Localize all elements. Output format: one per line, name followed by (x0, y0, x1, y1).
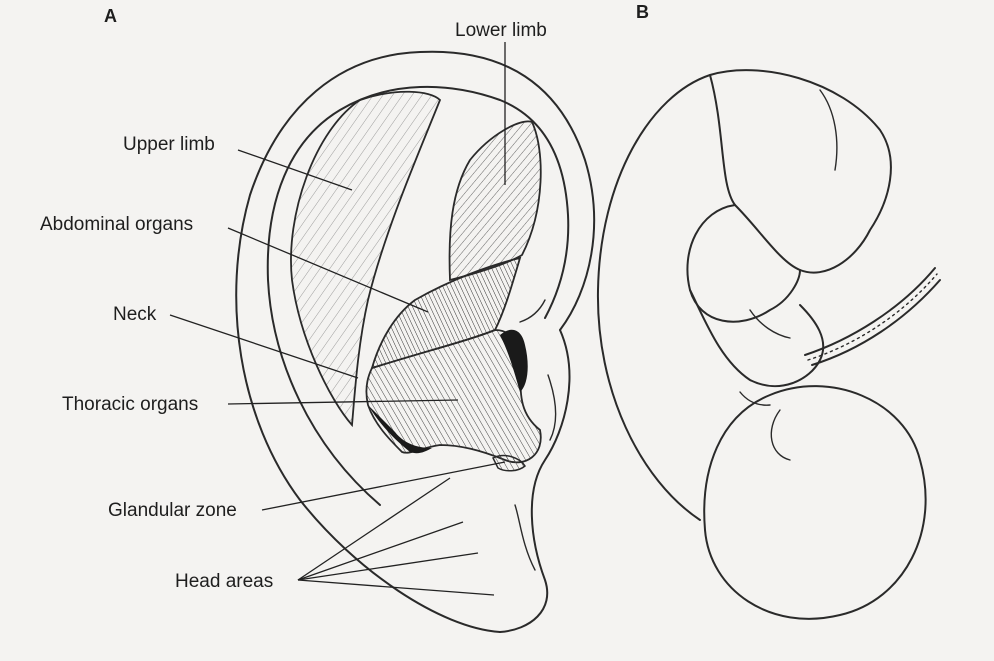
helix-outline (235, 50, 596, 633)
leader-neck (169, 314, 359, 379)
umbilical-cord (804, 267, 936, 356)
concha-shadow (368, 405, 432, 454)
lobe-outline (499, 329, 571, 633)
fetus-knee-fold (819, 89, 838, 171)
fetus-hand-line (749, 309, 791, 339)
leader-upper-limb (237, 149, 353, 191)
panel-label-b: B (636, 2, 649, 22)
zone-upper-limb (290, 90, 442, 428)
fetus-thigh (686, 204, 801, 323)
label-head-areas: Head areas (175, 571, 273, 592)
leader-abdominal-organs (227, 227, 429, 313)
panel-a-ear (235, 50, 596, 633)
fetus-neck-fold (739, 391, 771, 406)
umbilical-cord-2 (811, 279, 941, 366)
leader-head-area-1 (297, 477, 451, 581)
zone-lower-limb (448, 120, 542, 282)
label-abdominal-organs: Abdominal organs (40, 214, 193, 235)
label-thoracic-organs: Thoracic organs (62, 394, 198, 415)
label-lower-limb: Lower limb (455, 20, 547, 41)
fetus-head (703, 385, 927, 620)
label-upper-limb: Upper limb (123, 134, 215, 155)
fetus-ear-detail (770, 409, 791, 461)
concha-edge (547, 374, 557, 441)
zone-glandular (491, 454, 526, 472)
leader-lines (169, 42, 506, 596)
helix-inner-rim (266, 85, 570, 506)
panel-label-a: A (104, 6, 117, 26)
leader-glandular-zone (261, 461, 506, 511)
leader-head-area-4 (297, 579, 495, 596)
label-neck: Neck (113, 304, 157, 325)
ear-canal-shadow (500, 329, 528, 392)
leader-thoracic-organs (227, 399, 459, 405)
leader-head-area-2 (297, 521, 464, 581)
fetus-arm (689, 289, 825, 388)
fetus-leg-upper (709, 69, 892, 274)
label-glandular-zone: Glandular zone (108, 500, 237, 521)
umbilical-cord-texture (807, 273, 938, 361)
crus-line (519, 299, 546, 323)
fetus-back-outline (596, 74, 711, 521)
antitragus-line (514, 504, 536, 571)
leader-head-area-3 (297, 552, 479, 581)
panel-b-fetus (596, 69, 941, 620)
